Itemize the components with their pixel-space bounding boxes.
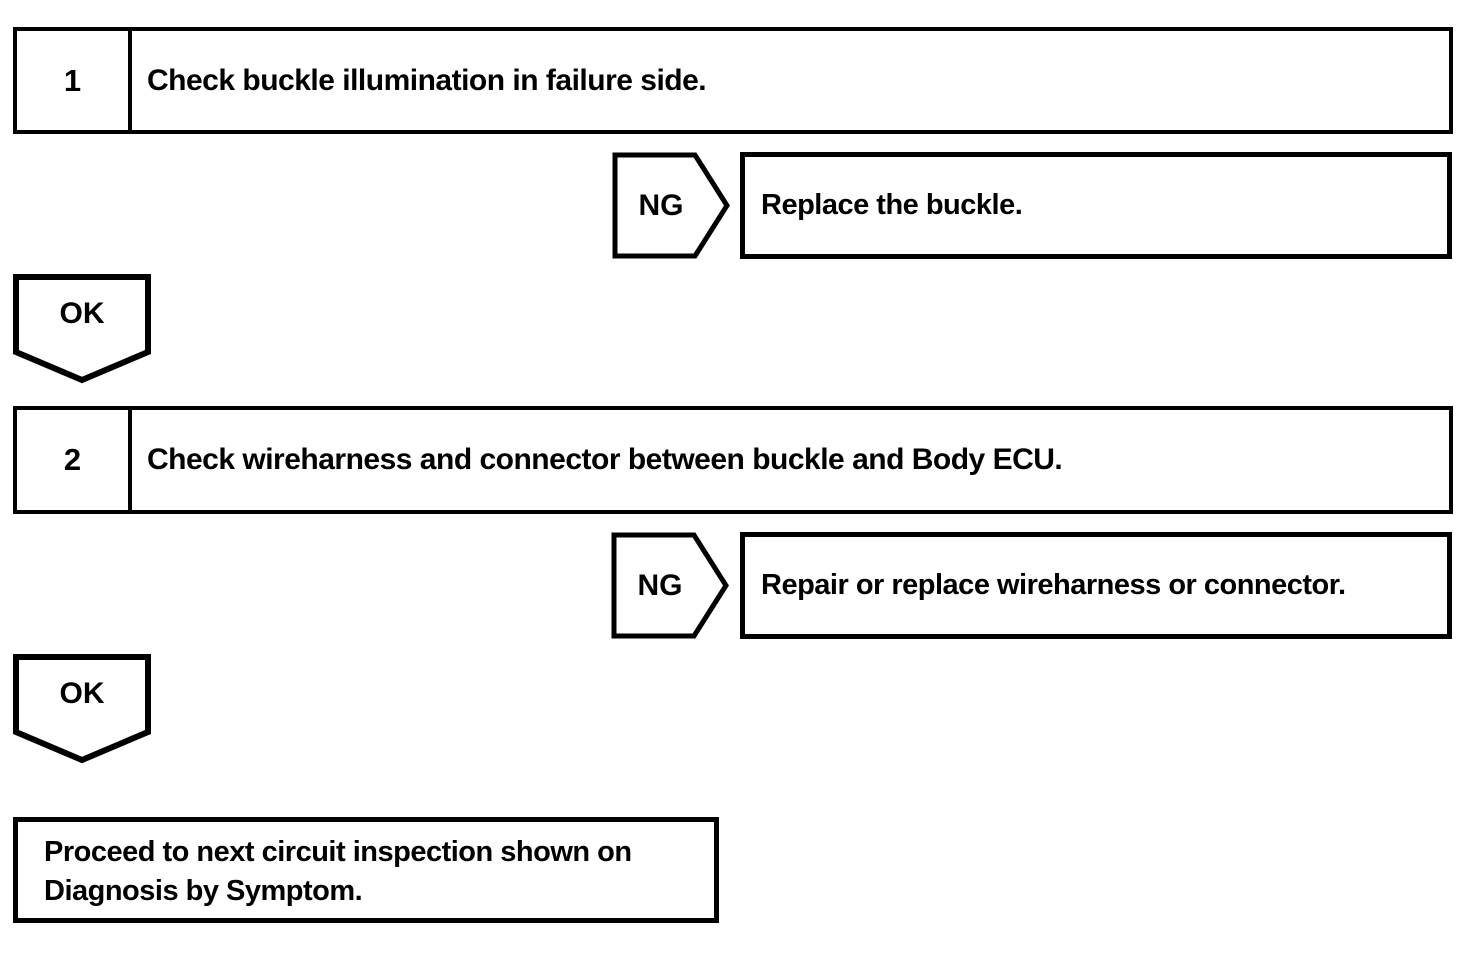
- ok-label-1: OK: [59, 297, 105, 330]
- ok-label-2: OK: [59, 677, 105, 710]
- ok-connector-2: OK: [13, 654, 151, 764]
- ok-pentagon-down-icon: [13, 654, 151, 764]
- final-instruction-box: Proceed to next circuit inspection shown…: [13, 817, 719, 923]
- step-box-1: 1 Check buckle illumination in failure s…: [13, 27, 1453, 134]
- step-instruction-1: Check buckle illumination in failure sid…: [147, 63, 707, 97]
- final-instruction-line-1: Proceed to next circuit inspection shown…: [44, 836, 632, 868]
- step-box-2: 2 Check wireharness and connector betwee…: [13, 406, 1453, 514]
- step-number-1: 1: [17, 31, 132, 130]
- ng-connector-2: NG: [611, 532, 729, 639]
- ng-pentagon-right-icon: [612, 152, 730, 259]
- ng-pentagon-right-icon: [611, 532, 729, 639]
- ng-result-box-1: Replace the buckle.: [740, 152, 1452, 259]
- ok-pentagon-down-icon: [13, 274, 151, 384]
- final-instruction-line-2: Diagnosis by Symptom.: [44, 875, 363, 907]
- ng-result-box-2: Repair or replace wireharness or connect…: [740, 532, 1452, 639]
- ng-label-1: NG: [638, 188, 684, 222]
- ng-connector-1: NG: [612, 152, 730, 259]
- ok-connector-1: OK: [13, 274, 151, 384]
- ng-label-2: NG: [637, 568, 683, 602]
- step-number-2: 2: [17, 410, 132, 510]
- step-instruction-2: Check wireharness and connector between …: [147, 443, 1063, 476]
- ng-result-text-1: Replace the buckle.: [761, 189, 1023, 221]
- ng-result-text-2: Repair or replace wireharness or connect…: [761, 569, 1346, 601]
